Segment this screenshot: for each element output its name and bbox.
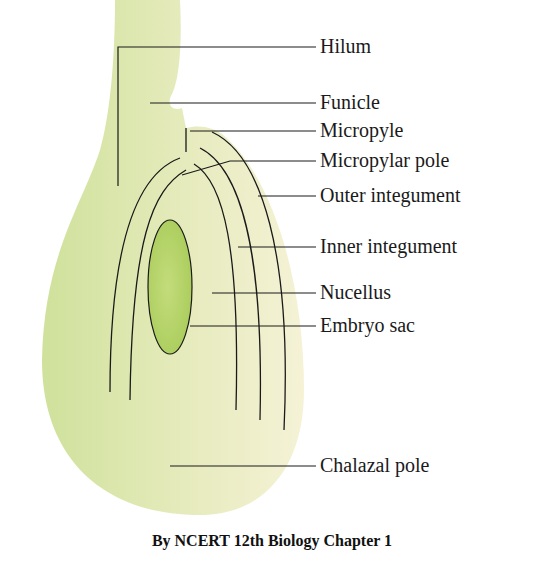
part-label: Embryo sac: [318, 313, 417, 337]
part-label: Hilum: [318, 34, 373, 58]
figure-caption: By NCERT 12th Biology Chapter 1: [0, 532, 544, 550]
leader-lines: [118, 47, 316, 466]
part-label: Micropylar pole: [318, 148, 451, 172]
part-label: Nucellus: [318, 280, 393, 304]
embryo-sac: [148, 220, 192, 354]
part-label: Inner integument: [318, 234, 459, 258]
part-label: Micropyle: [318, 118, 405, 142]
part-label: Outer integument: [318, 183, 463, 207]
part-label: Chalazal pole: [318, 453, 431, 477]
part-label: Funicle: [318, 90, 382, 114]
integument-lines: [110, 128, 285, 430]
ovule-body: [42, 0, 304, 515]
